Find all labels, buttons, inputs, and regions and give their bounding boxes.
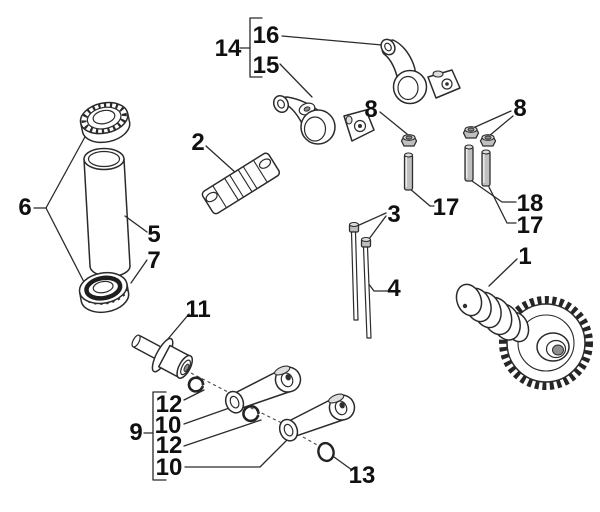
rocker-arm-16 [380, 38, 461, 105]
seal-lower [78, 271, 130, 314]
o-ring-13 [317, 441, 335, 463]
camshaft-gear [455, 283, 593, 390]
stud-17b [481, 149, 491, 187]
callout-17a: 17 [433, 194, 460, 221]
callout-13: 13 [349, 462, 376, 489]
rocker-arm-15 [272, 94, 375, 145]
snap-ring-12a [187, 376, 205, 393]
callout-11: 11 [185, 296, 210, 323]
callout-8a: 8 [364, 96, 377, 123]
callout-7: 7 [147, 247, 160, 274]
snap-ring-12b [242, 404, 260, 423]
stud-17a [403, 152, 414, 191]
tappet [131, 334, 194, 379]
callout-18: 18 [517, 190, 544, 217]
nut-8b [462, 126, 480, 139]
callout-5: 5 [147, 221, 160, 248]
callout-3: 3 [387, 201, 400, 228]
valve-guide-tube [83, 147, 131, 278]
pushrod-short [348, 221, 360, 321]
nut-8a [400, 134, 418, 147]
callout-15: 15 [253, 52, 280, 79]
callout-14: 14 [215, 35, 242, 62]
rocker-shaft [201, 152, 281, 215]
link-10b [278, 393, 356, 442]
callout-16: 16 [253, 22, 280, 49]
callout-6: 6 [18, 194, 31, 221]
callout-8b: 8 [513, 95, 526, 122]
link-10a [224, 365, 302, 414]
callout-10b: 10 [156, 454, 183, 481]
callout-10a: 10 [155, 412, 182, 439]
callout-17b: 17 [517, 212, 544, 239]
bracket-14 [239, 17, 263, 78]
bracket-9 [143, 391, 167, 481]
callout-12a: 12 [156, 391, 183, 418]
callout-9: 9 [129, 419, 142, 446]
callout-4: 4 [387, 275, 401, 302]
nut-8c [479, 134, 497, 147]
assembly-axis-lines [190, 372, 320, 447]
callout-2: 2 [191, 129, 204, 156]
callout-1: 1 [518, 243, 531, 270]
callout-12b: 12 [156, 432, 183, 459]
seal-upper [79, 101, 131, 144]
pushrod-long [360, 236, 372, 339]
stud-18 [464, 144, 474, 182]
